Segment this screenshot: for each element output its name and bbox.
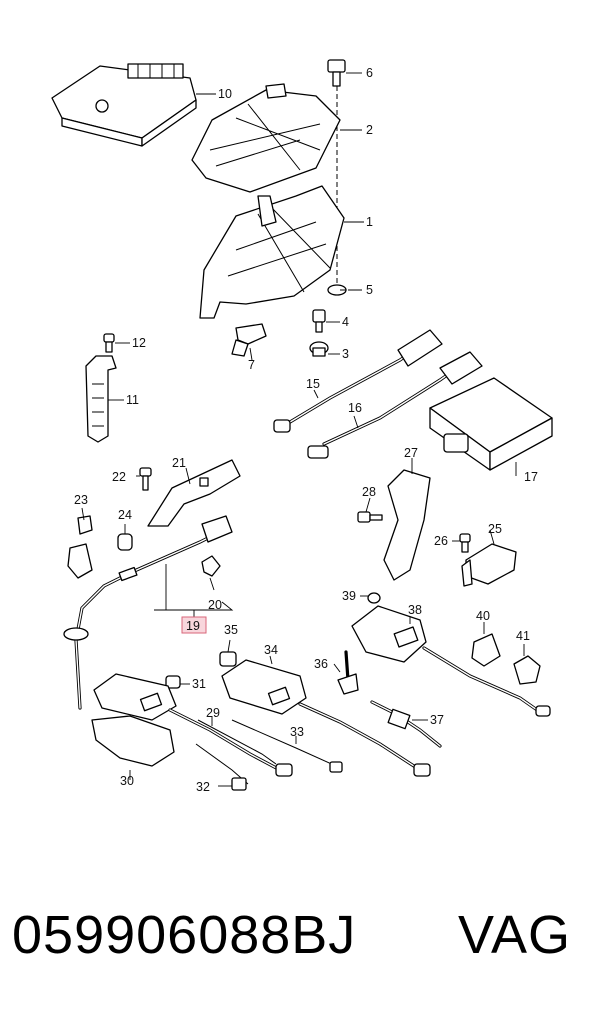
- callout-2: 2: [366, 123, 373, 137]
- callout-29: 29: [206, 706, 220, 720]
- part-5-nut: [327, 284, 362, 296]
- part-11-bracket: [85, 355, 124, 443]
- part-3-grommet: [309, 341, 340, 357]
- part-27-bracket: [383, 458, 431, 581]
- part-17-control-module: [429, 377, 553, 476]
- part-30-sensor-module: [91, 673, 293, 780]
- part-4-stud: [312, 309, 340, 333]
- part-22-screw: [136, 467, 152, 491]
- callout-31: 31: [192, 677, 206, 691]
- callout-17: 17: [524, 470, 538, 484]
- part-10-control-unit: [51, 63, 216, 147]
- callout-5: 5: [366, 283, 373, 297]
- callout-7: 7: [248, 358, 255, 372]
- part-23-clip: [67, 507, 93, 579]
- callout-35: 35: [224, 623, 238, 637]
- callout-15: 15: [306, 377, 320, 391]
- callout-30: 30: [120, 774, 134, 788]
- part-6-bolt: [327, 59, 362, 87]
- callout-16: 16: [348, 401, 362, 415]
- callout-20: 20: [208, 598, 222, 612]
- exploded-parts-diagram: 1 2 3 4 5 6 7 10 11 12 15 16 17 19 20 21…: [51, 59, 553, 794]
- part-20-clip: [201, 555, 221, 591]
- part-24-sleeve: [117, 524, 133, 551]
- part-34-sensor-module: [221, 655, 431, 777]
- callout-21: 21: [172, 456, 186, 470]
- callout-24: 24: [118, 508, 132, 522]
- part-25-pressure-sensor: [461, 529, 517, 587]
- callout-37: 37: [430, 713, 444, 727]
- part-12-screw: [103, 333, 130, 353]
- part-33-cable-tie: [231, 719, 343, 773]
- callout-19-highlight: [181, 616, 207, 634]
- callout-27: 27: [404, 446, 418, 460]
- part-21-bracket: [147, 459, 241, 527]
- callout-32: 32: [196, 780, 210, 794]
- callout-22: 22: [112, 470, 126, 484]
- callout-11: 11: [126, 393, 139, 407]
- callout-labels: 1 2 3 4 5 6 7 10 11 12 15 16 17 19 20 21…: [74, 66, 538, 794]
- part-37-connector: [370, 700, 442, 748]
- callout-26: 26: [434, 534, 448, 548]
- callout-10: 10: [218, 87, 232, 101]
- callout-33: 33: [290, 725, 304, 739]
- part-36-sensor: [333, 650, 359, 695]
- callout-28: 28: [362, 485, 376, 499]
- part-2-upper-cover: [191, 83, 362, 193]
- callout-25: 25: [488, 522, 502, 536]
- part-15-sensor-cable: [273, 329, 443, 433]
- part-16-sensor-cable: [307, 351, 483, 459]
- part-38-nox-sensor: [351, 605, 551, 717]
- callout-40: 40: [476, 609, 490, 623]
- part-26-screw: [452, 533, 471, 553]
- part-39-nut: [360, 592, 381, 604]
- part-number: 059906088BJ: [12, 905, 357, 965]
- part-19-exhaust-sensor: [63, 515, 234, 710]
- callout-39: 39: [342, 589, 356, 603]
- callout-6: 6: [366, 66, 373, 80]
- part-29-cable-tie: [197, 716, 277, 765]
- callout-38: 38: [408, 603, 422, 617]
- callout-3: 3: [342, 347, 349, 361]
- part-41-clip: [513, 644, 541, 685]
- part-7-rubber-mount: [231, 323, 267, 361]
- callout-23: 23: [74, 493, 88, 507]
- callout-1: 1: [366, 215, 373, 229]
- callout-34: 34: [264, 643, 278, 657]
- part-40-clip: [471, 622, 501, 667]
- part-31-nut: [165, 675, 190, 689]
- brand-label: VAG: [458, 905, 572, 965]
- part-32-clip: [195, 743, 249, 791]
- callout-36: 36: [314, 657, 328, 671]
- part-35-nut: [219, 639, 237, 667]
- callout-41: 41: [516, 629, 530, 643]
- footer: 059906088BJ VAG: [0, 880, 600, 990]
- callout-12: 12: [132, 336, 146, 350]
- callout-19: 19: [186, 619, 200, 633]
- part-28-bolt: [357, 497, 383, 523]
- part-1-housing: [199, 185, 364, 319]
- callout-4: 4: [342, 315, 349, 329]
